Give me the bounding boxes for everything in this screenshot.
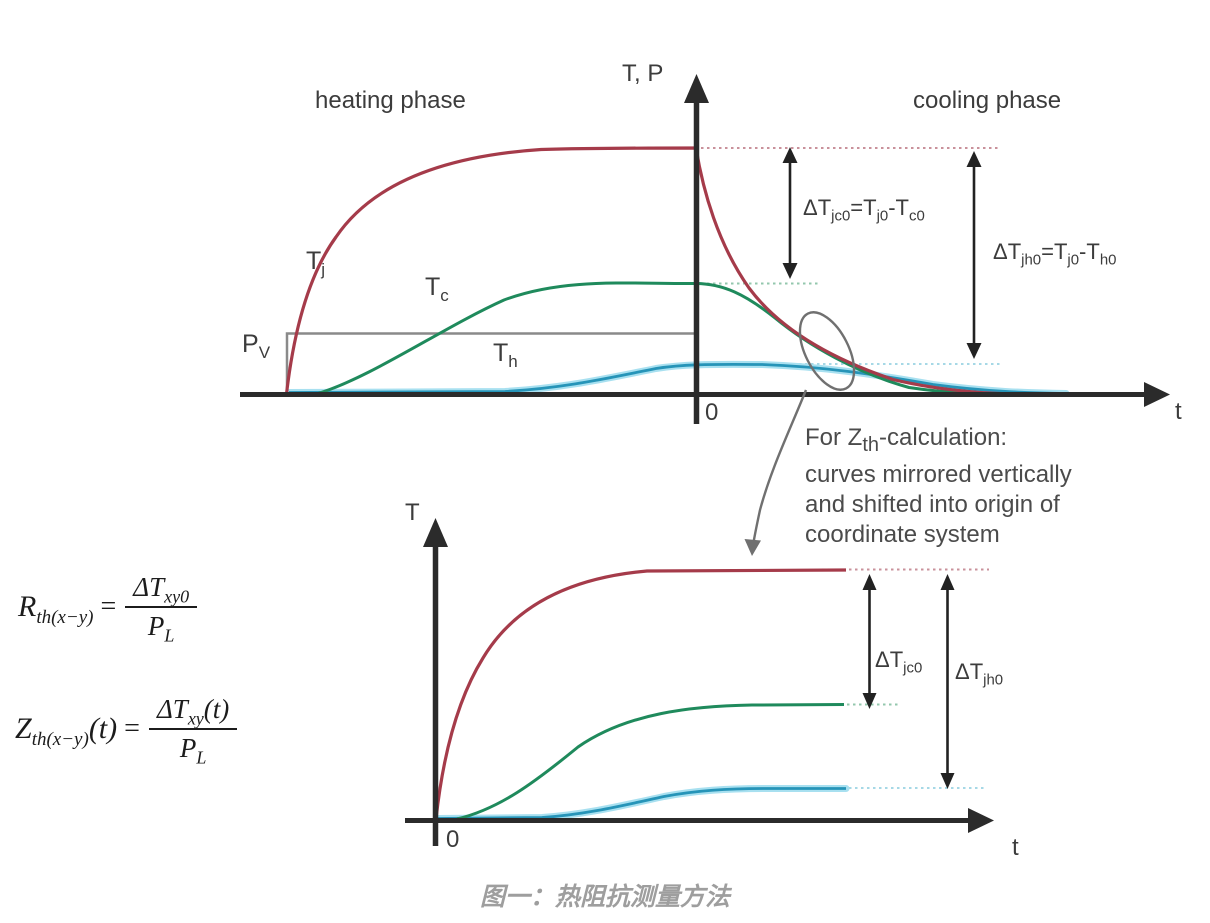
power-pulse-step: [285, 332, 696, 393]
top-t-axis-label: t: [1175, 398, 1182, 425]
top-y-axis-label: T, P: [622, 60, 664, 87]
tj-curve-bottom: [434, 568, 847, 820]
dt-jh0-arrow-top-head-down: [966, 343, 982, 359]
tj-curve-top: [284, 146, 1140, 397]
th-curve-label: Th: [493, 339, 518, 371]
tc-curve-bottom: [456, 703, 845, 821]
rth-formula: Rth(x−y) = ΔTxy0 PL: [18, 572, 198, 644]
tc-curve-label: Tc: [425, 273, 449, 305]
note-line-1: For Zth-calculation:: [805, 424, 1008, 456]
zth-denominator: PL: [148, 728, 238, 766]
dt-jh0-arrow-bottom-head-down: [940, 773, 955, 789]
zth-equals: =: [124, 713, 140, 744]
dt-jc0-equation-label: ΔTjc0=Tj0-Tc0: [803, 195, 925, 225]
dt-jh0-arrow-top-head-up: [966, 151, 982, 167]
pointer-curved-arrowhead: [744, 539, 761, 556]
note-line-4: coordinate system: [805, 520, 1000, 548]
zth-numerator: ΔTxy(t): [156, 694, 230, 729]
top-origin-label: 0: [705, 399, 719, 426]
bottom-t-axis-label: t: [1012, 834, 1019, 861]
dt-jc0-bottom-label: ΔTjc0: [875, 647, 923, 677]
rth-fraction: ΔTxy0 PL: [125, 572, 198, 644]
bottom-value-axis-arrowhead: [423, 518, 448, 547]
heating-phase-label: heating phase: [315, 87, 466, 114]
th-curve-top: [288, 362, 1067, 395]
bottom-origin-label: 0: [446, 826, 460, 853]
zth-lhs: Zth(x−y)(t): [15, 712, 118, 750]
pv-label: PV: [242, 330, 271, 362]
zth-fraction: ΔTxy(t) PL: [148, 694, 238, 766]
top-time-axis-arrowhead: [1144, 382, 1170, 407]
pointer-curved-arrow: [751, 389, 808, 547]
dt-jc0-arrow-bottom-head-down: [862, 693, 877, 709]
rth-lhs: Rth(x−y): [18, 590, 94, 628]
th-curve-bottom: [437, 787, 846, 820]
figure-caption: 图一：热阻抗测量方法: [479, 883, 730, 911]
top-value-axis-arrowhead: [684, 74, 709, 103]
cooling-phase-label: cooling phase: [913, 87, 1062, 114]
dt-jc0-arrow-top-head-up: [782, 147, 798, 163]
dt-jc0-arrow-top-head-down: [782, 263, 798, 279]
rth-numerator: ΔTxy0: [133, 572, 190, 607]
dt-jc0-arrow-bottom-head-up: [862, 574, 877, 590]
zth-formula: Zth(x−y)(t) = ΔTxy(t) PL: [15, 694, 238, 766]
tj-curve-label: Tj: [306, 247, 326, 279]
bottom-time-axis-arrowhead: [968, 808, 994, 833]
note-line-2: curves mirrored vertically: [805, 460, 1072, 488]
note-line-3: and shifted into origin of: [805, 490, 1060, 518]
tc-curve-top: [317, 281, 1015, 396]
dt-jh0-equation-label: ΔTjh0=Tj0-Th0: [993, 239, 1117, 269]
zth-calculation-note: For Zth-calculation: curves mirrored ver…: [805, 423, 1072, 550]
highlight-ellipse: [798, 311, 856, 391]
rth-equals: =: [100, 591, 117, 622]
dt-jh0-arrow-bottom-head-up: [940, 574, 955, 590]
bottom-y-axis-label: T: [405, 499, 420, 526]
rth-denominator: PL: [125, 606, 198, 644]
dt-jh0-bottom-label: ΔTjh0: [955, 659, 1004, 689]
